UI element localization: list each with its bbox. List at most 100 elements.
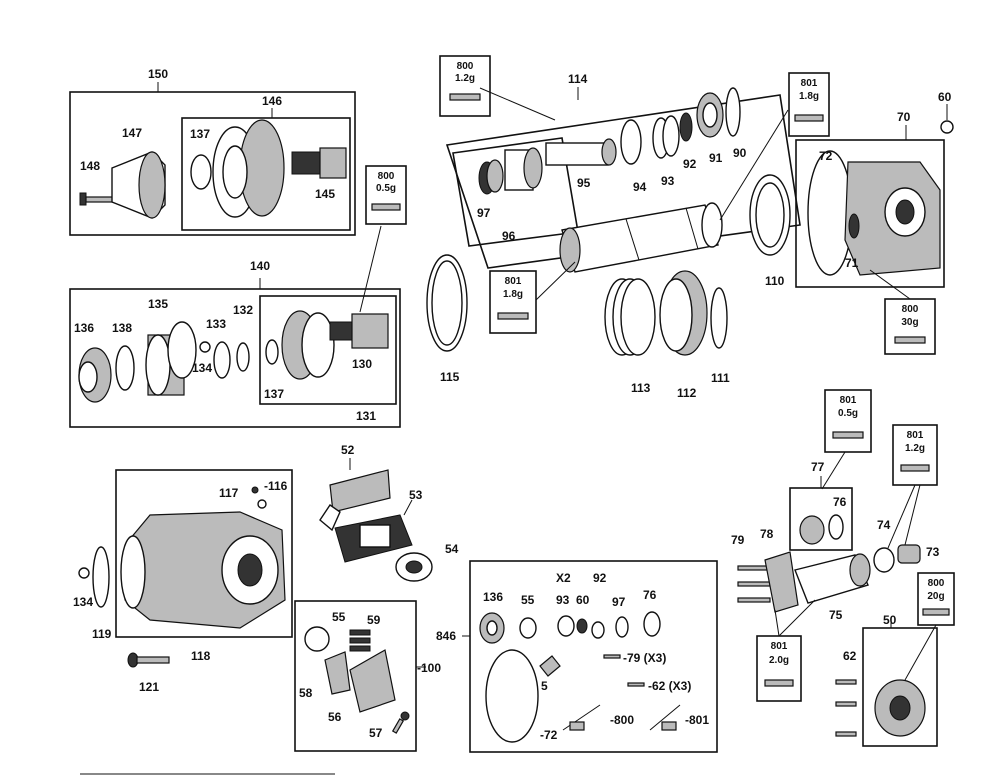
kit-part-97: [615, 616, 629, 638]
part-52-bracket: 52: [319, 443, 391, 532]
assembly-box-50: [862, 627, 938, 747]
label-55: 55: [332, 610, 346, 624]
part-59-springs: [349, 629, 371, 652]
grease-tube-icon: [449, 93, 481, 101]
part-137-ring: [190, 154, 212, 190]
grease-tag-code: 801: [771, 641, 788, 652]
part-117-pin: [251, 486, 267, 509]
label-93-kit: 93: [556, 593, 570, 607]
label-138: 138: [112, 321, 132, 335]
grease-tag-amount: 1.2g: [455, 73, 475, 84]
grease-tube-icon: [900, 464, 930, 472]
part-74-ring: 74: [873, 518, 895, 573]
grease-tag-code: 800: [378, 171, 395, 182]
part-93-ring-b: [662, 115, 680, 157]
assembly-box-114: [445, 94, 801, 269]
label-93: 93: [661, 174, 675, 188]
part-56-plate: [349, 649, 396, 713]
kit-part-801-tube: [649, 704, 681, 731]
label-62-x3: -62 (X3): [648, 679, 691, 693]
grease-tag-amount: 0.5g: [376, 183, 396, 194]
grease-tube-icon: [832, 431, 864, 439]
part-58-clutch: [324, 651, 351, 695]
part-barrel: [559, 202, 723, 273]
part-90-ring: [725, 87, 741, 137]
part-136-cap: [78, 347, 112, 403]
part-75-cylinder: 75: [794, 553, 871, 622]
assembly-77: 77 76: [789, 460, 853, 551]
grease-tag-code: 800: [928, 578, 945, 589]
kit-846: 846 136 55 X2 93 60 92 97 76 -79 (X3) -6…: [436, 560, 718, 753]
kit-part-800-tube: [562, 704, 601, 731]
kit-part-79: [603, 654, 621, 659]
ring-115: [426, 254, 468, 352]
kit-part-76: [643, 611, 661, 637]
label-131: 131: [356, 409, 376, 423]
ring-111: [710, 287, 728, 349]
part-94-ring: [620, 119, 642, 165]
part-78-flange: 78: [760, 527, 799, 613]
label-79-x3: -79 (X3): [623, 651, 666, 665]
spring-113: [604, 278, 656, 356]
kit-part-62: [627, 682, 645, 687]
kit-part-136: [479, 612, 505, 644]
grease-tag-amount: 1.2g: [905, 443, 925, 454]
grease-tag-amount: 1.8g: [799, 91, 819, 102]
kit-part-60: [576, 618, 588, 634]
label-118: 118: [191, 649, 211, 663]
grease-tag-code: 801: [840, 395, 857, 406]
assembly-box-118: [115, 469, 293, 638]
part-95-striker: [545, 138, 617, 166]
grease-tag: 801 2.0g: [756, 635, 802, 702]
label-55-kit: 55: [521, 593, 535, 607]
assembly-50: 50 62: [835, 613, 938, 747]
label-846: 846: [436, 629, 456, 643]
part-145-insert: [291, 147, 347, 179]
label-137: 137: [190, 127, 210, 141]
grease-tube-icon: [922, 608, 950, 616]
label-73: 73: [926, 545, 940, 559]
assembly-70: 70 72 71: [795, 110, 945, 288]
label-77: 77: [811, 460, 825, 474]
label-136: 136: [74, 321, 94, 335]
part-55-ring: [304, 626, 330, 652]
grease-tube-icon: [371, 203, 401, 211]
kit-part-5: [539, 655, 561, 677]
label-59: 59: [367, 613, 381, 627]
part-138-ring: [115, 345, 135, 391]
grease-tag-code: 800: [457, 61, 474, 72]
grease-tag-code: 801: [907, 430, 924, 441]
kit-part-93: [557, 615, 575, 637]
label-133: 133: [206, 317, 226, 331]
label-58: 58: [299, 686, 313, 700]
part-133-ring: [213, 341, 231, 379]
label-147: 147: [122, 126, 142, 140]
part-92-oring: [679, 112, 693, 142]
label-74: 74: [877, 518, 891, 532]
part-91-bushing: [696, 92, 724, 138]
label-136-kit: 136: [483, 590, 503, 604]
part-134-ball: [199, 341, 211, 353]
label-78: 78: [760, 527, 774, 541]
assembly-114: 114 97 96 95 94 93 92 91 90: [445, 72, 801, 273]
label-71: 71: [845, 256, 859, 270]
label-112: 112: [677, 386, 697, 400]
grease-tag-code: 801: [801, 78, 818, 89]
label-60: 60: [938, 90, 952, 104]
kit-part-55: [519, 617, 537, 639]
label-140: 140: [250, 259, 270, 273]
label-116: -116: [264, 479, 288, 493]
label-113: 113: [631, 381, 651, 395]
part-134-ball-b: [78, 567, 90, 579]
label-800-kit: -800: [610, 713, 634, 727]
ring-110: [749, 174, 791, 256]
label-91: 91: [709, 151, 723, 165]
assembly-100: 55 59 58 56 57 -100: [294, 600, 441, 752]
grease-tag-amount: 0.5g: [838, 408, 858, 419]
label-97-kit: 97: [612, 595, 626, 609]
label-130: 130: [352, 357, 372, 371]
part-135-housing: [145, 321, 197, 396]
assembly-box-70: [795, 139, 945, 288]
label-90: 90: [733, 146, 747, 160]
